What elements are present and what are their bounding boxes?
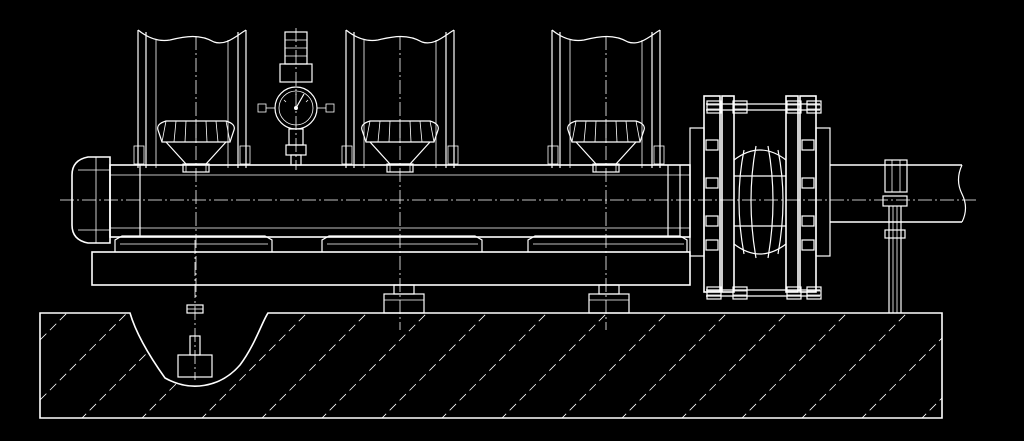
centerlines [60,28,978,330]
expansion-joint [689,95,831,300]
guide-housing-left [133,29,251,169]
outlet-pipe [830,164,967,223]
foundation-block [39,240,943,419]
base-plate [91,235,691,286]
support-feet [383,284,630,314]
support-post [882,159,908,313]
hatch-pattern [40,313,942,418]
